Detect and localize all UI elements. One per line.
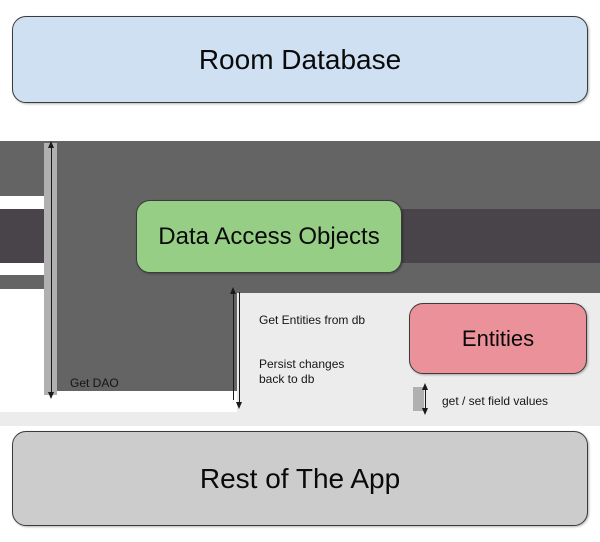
node-rest-of-the-app-label: Rest of The App [199, 462, 401, 494]
arrowhead-get-set-top [421, 383, 428, 390]
arrowhead-get-dao-top [47, 141, 54, 148]
artifact-band-lower [0, 271, 600, 293]
node-entities-label: Entities [461, 325, 535, 351]
node-data-access-objects-label: Data Access Objects [158, 222, 380, 250]
arrowhead-persist-changes [235, 402, 242, 409]
node-room-database[interactable]: Room Database [12, 16, 588, 103]
edge-label-get-dao: Get DAO [70, 376, 119, 390]
edge-line-get-set-fields [425, 387, 426, 413]
artifact-hairline-1 [0, 136, 44, 141]
node-data-access-objects[interactable]: Data Access Objects [136, 200, 402, 273]
artifact-hairline-4 [0, 289, 44, 412]
artifact-band-upper [0, 141, 600, 201]
node-rest-of-the-app[interactable]: Rest of The App [12, 431, 588, 526]
artifact-rail-left [44, 143, 57, 395]
edge-label-persist-changes: Persist changes back to db [259, 357, 345, 386]
edge-label-get-entities: Get Entities from db [259, 313, 366, 327]
artifact-hairline-3 [0, 266, 44, 275]
node-room-database-label: Room Database [198, 43, 402, 75]
edge-line-get-dao [51, 146, 52, 395]
artifact-panel-dark-right [400, 209, 600, 263]
edge-line-persist-changes [239, 292, 240, 402]
edge-label-get-set-fields: get / set field values [442, 394, 549, 408]
node-entities[interactable]: Entities [409, 303, 587, 374]
arrowhead-get-dao-bottom [47, 392, 54, 399]
artifact-strip-bottom [0, 412, 600, 426]
arrowhead-get-set-bottom [421, 408, 428, 415]
arrowhead-get-entities [229, 287, 236, 294]
artifact-rail-entities [413, 387, 424, 411]
artifact-hairline-2 [0, 196, 44, 205]
edge-line-get-entities [233, 292, 234, 400]
